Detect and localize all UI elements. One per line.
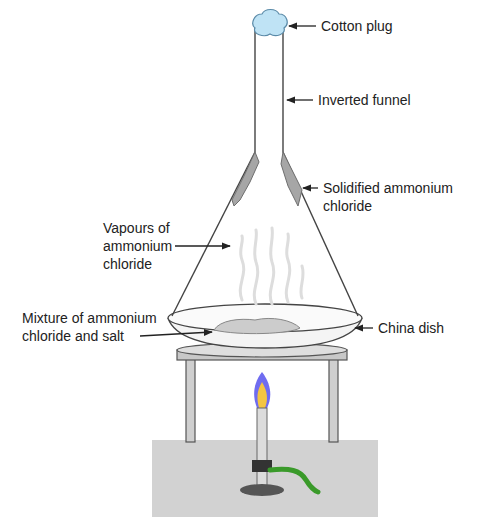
bunsen-burner (240, 372, 318, 496)
part-label: China dish (378, 319, 478, 337)
inverted-funnel (172, 28, 358, 316)
part-label: Inverted funnel (318, 91, 468, 109)
part-label: Vapours of ammonium chloride (103, 219, 183, 273)
part-label: Cotton plug (321, 17, 471, 35)
solidified-deposit (232, 152, 302, 206)
part-label: Solidified ammonium chloride (323, 179, 473, 215)
mixture-heap (214, 318, 300, 333)
cotton-plug (253, 10, 287, 36)
china-dish (168, 304, 362, 348)
vapour-wisps (240, 228, 303, 304)
part-label: Mixture of ammonium chloride and salt (22, 309, 202, 345)
